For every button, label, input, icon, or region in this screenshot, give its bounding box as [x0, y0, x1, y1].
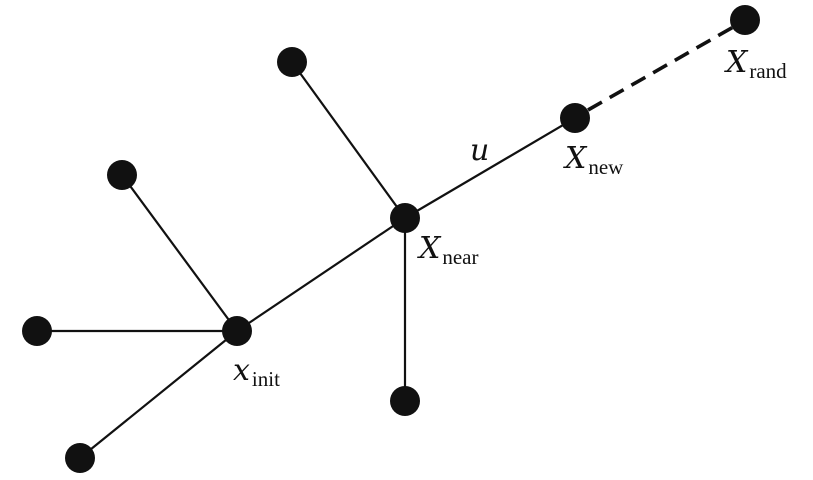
- label-x-new: Xnew: [563, 141, 624, 179]
- node-lower-left: [65, 443, 95, 473]
- node-upper-middle: [277, 47, 307, 77]
- edge-new-rand-dashed: [587, 24, 736, 112]
- tree-nodes: [22, 5, 760, 473]
- edge-near-new: [403, 116, 577, 220]
- node-x-near: [390, 203, 420, 233]
- label-control-input: u: [470, 133, 489, 168]
- node-lower-middle: [390, 386, 420, 416]
- edge-init-near: [235, 216, 407, 333]
- node-x-init: [222, 316, 252, 346]
- node-upper-left: [107, 160, 137, 190]
- label-x-near: Xnear: [417, 231, 479, 269]
- tree-edges: [35, 24, 736, 460]
- node-x-new: [560, 103, 590, 133]
- node-left: [22, 316, 52, 346]
- edge-init-lower-left: [78, 329, 239, 460]
- node-x-rand: [730, 5, 760, 35]
- label-x-rand: Xrand: [724, 45, 787, 83]
- edge-init-upper-left: [120, 173, 239, 333]
- node-labels: xinit Xnear Xnew Xrand u: [233, 45, 787, 391]
- edge-near-upper: [290, 60, 407, 220]
- label-x-init: xinit: [233, 353, 280, 391]
